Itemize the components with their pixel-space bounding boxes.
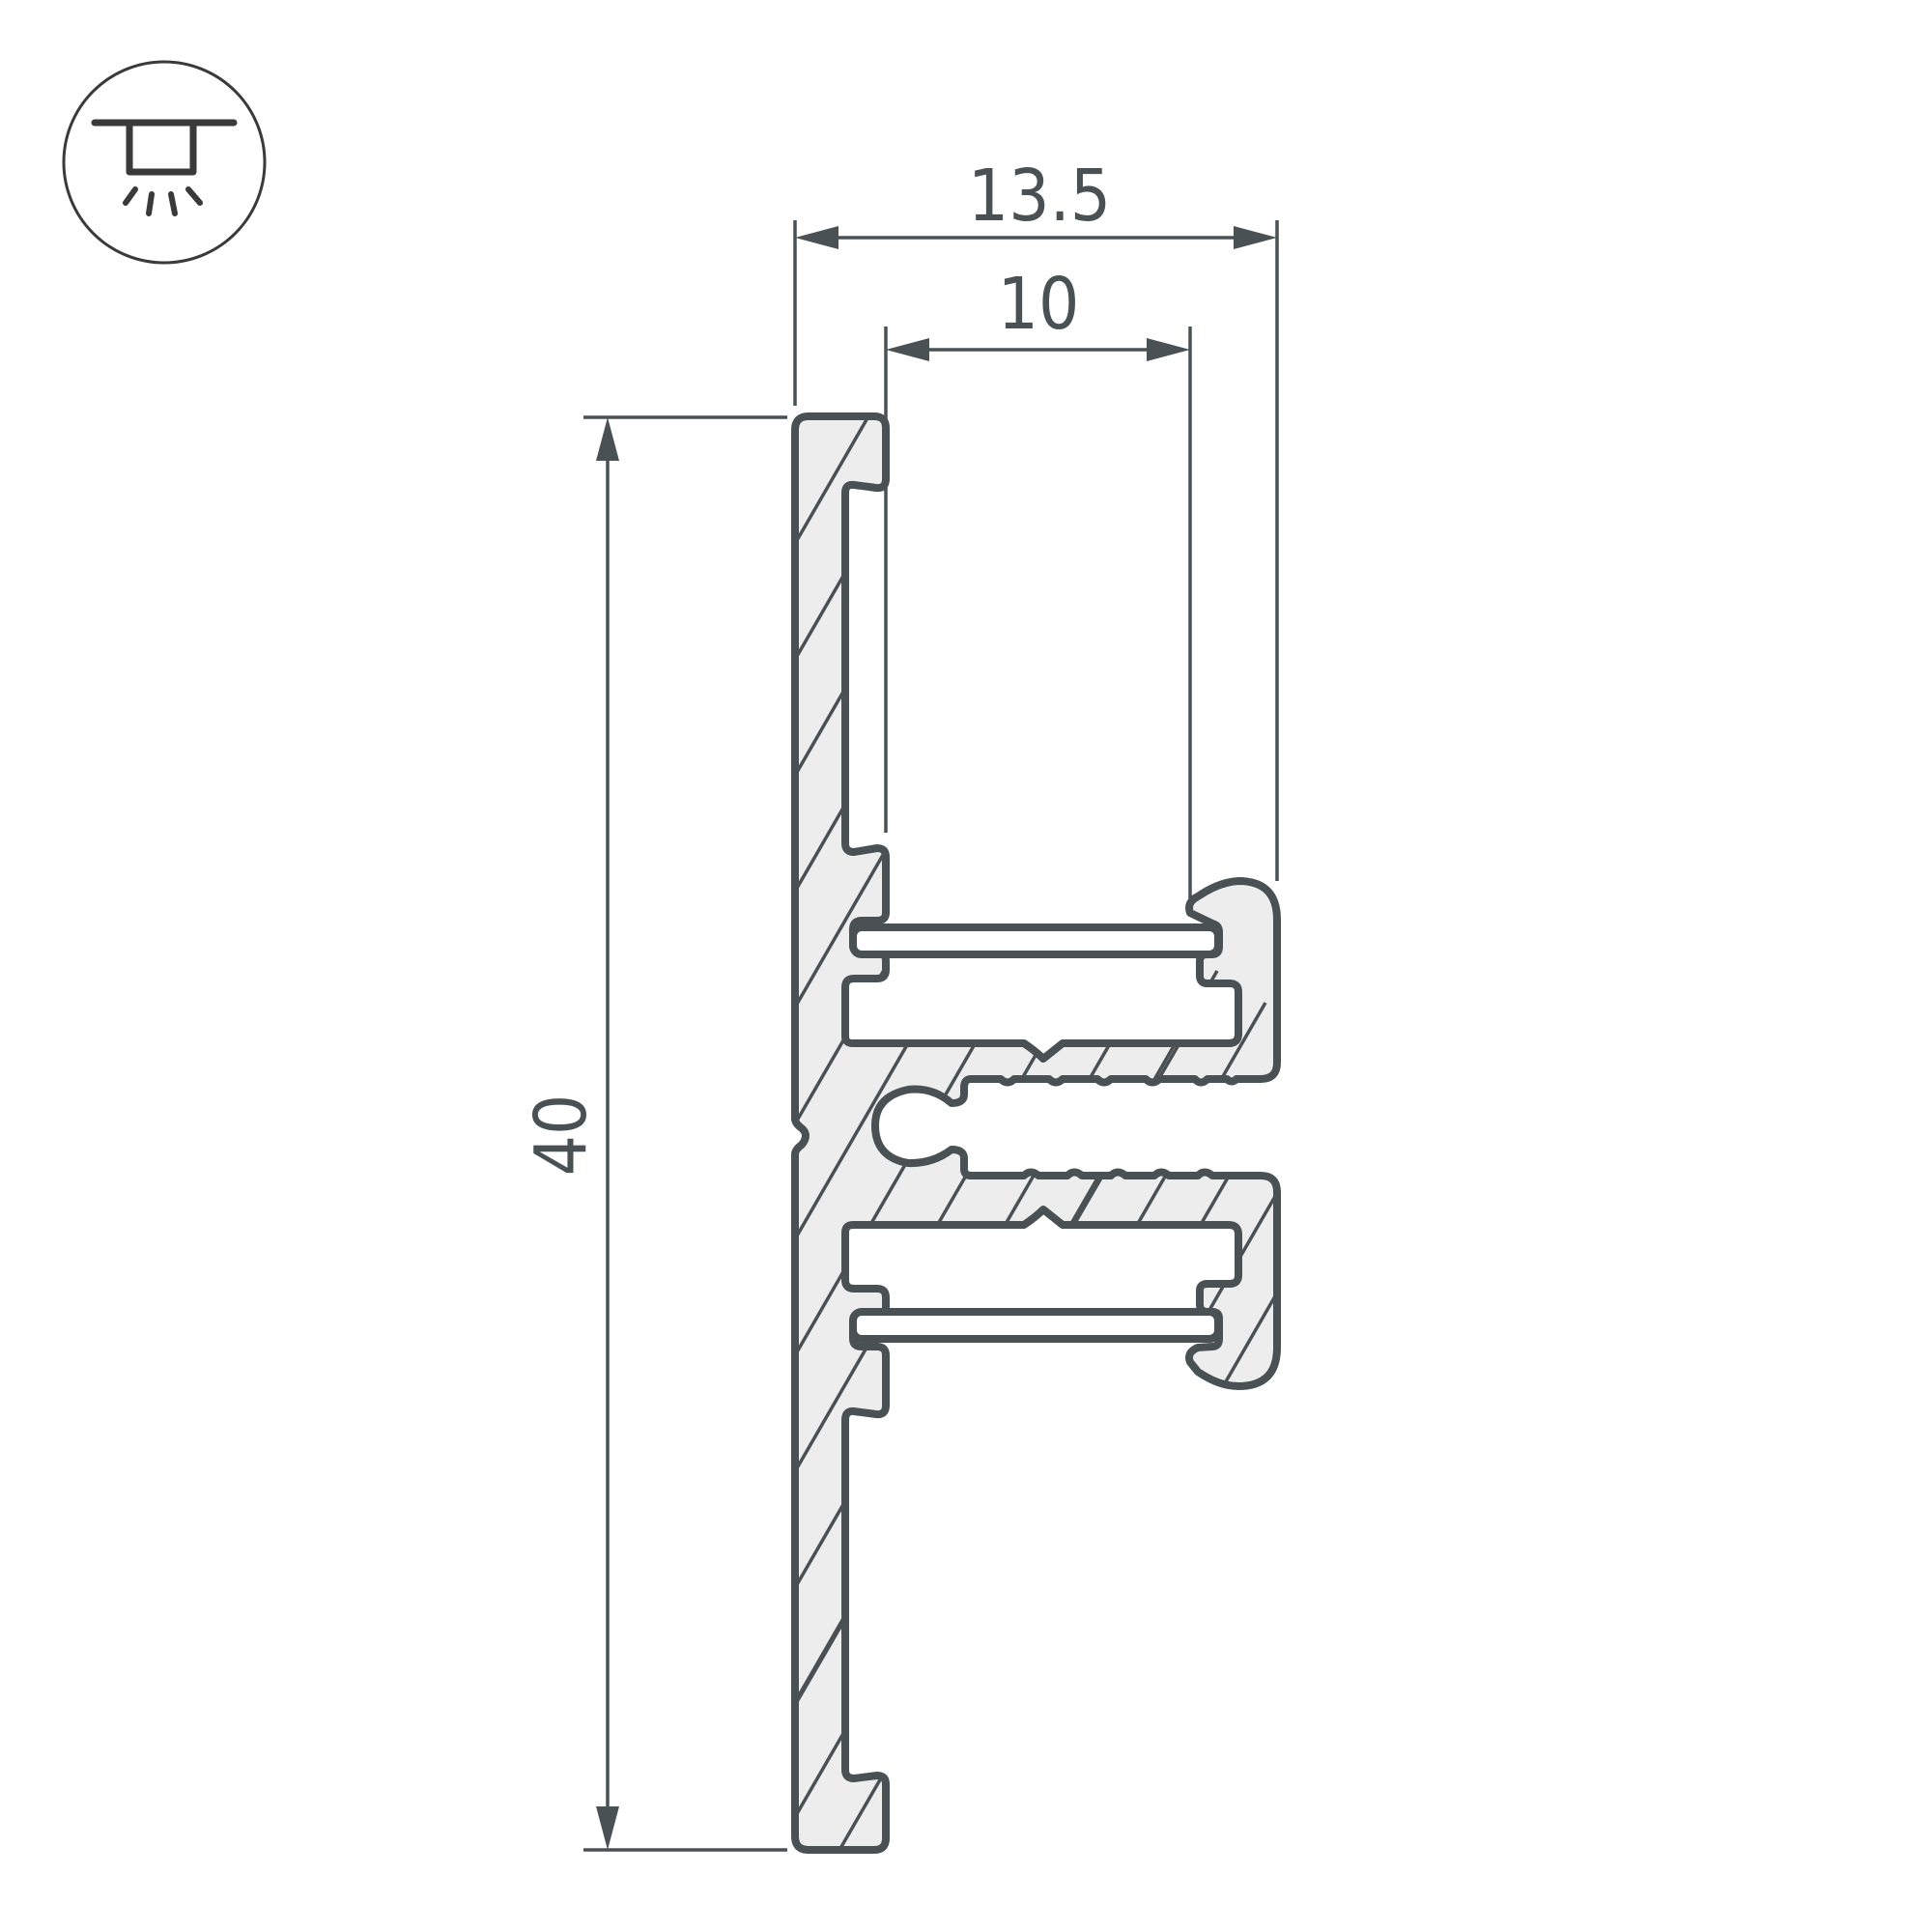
dimension-overall-height: 40 — [520, 415, 787, 1852]
dimension-overall-width: 13.5 — [793, 155, 1279, 881]
dimension-label-10: 10 — [998, 263, 1080, 346]
dimension-inner-width: 10 — [884, 263, 1192, 898]
section-hatching — [795, 416, 1277, 1850]
dimension-label-13-5: 13.5 — [968, 155, 1111, 238]
dimension-label-40: 40 — [520, 1094, 603, 1177]
profile-cross-section — [791, 412, 1281, 1854]
lower-insert-slot — [849, 1308, 1222, 1343]
upper-insert-slot — [849, 923, 1222, 958]
ceiling-mounted-light-icon — [62, 60, 267, 265]
